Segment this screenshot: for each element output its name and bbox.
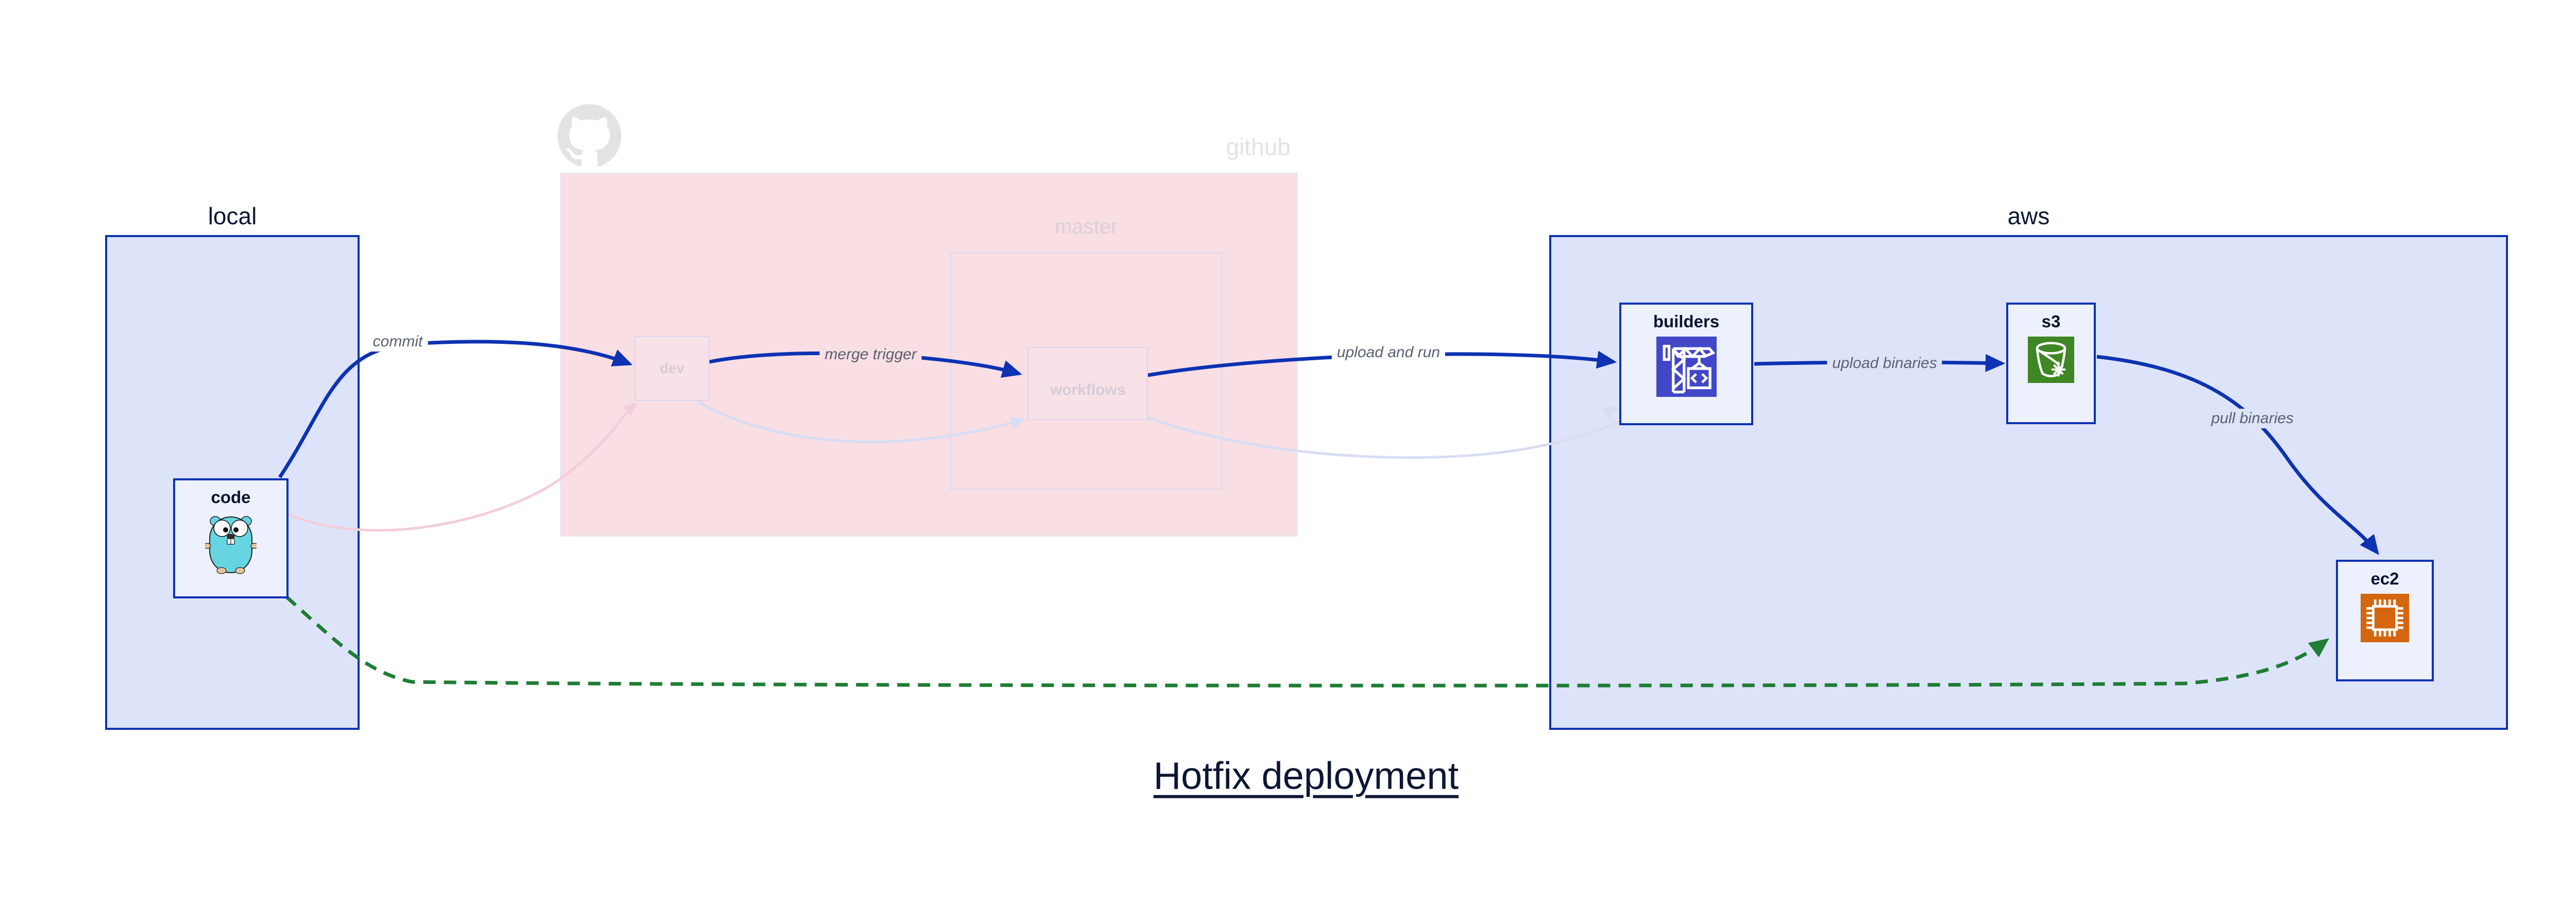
local-container-label: local bbox=[208, 203, 257, 229]
node-ec2-label: ec2 bbox=[2370, 569, 2399, 588]
node-builders-label: builders bbox=[1653, 312, 1720, 331]
github-octocat-icon bbox=[557, 104, 621, 166]
edge-label-upload-and-run: upload and run bbox=[1331, 343, 1446, 362]
node-code-label: code bbox=[211, 488, 251, 507]
edge-pull-binaries bbox=[2096, 355, 2379, 555]
node-dev: dev bbox=[635, 336, 709, 401]
node-workflows-label: workflows bbox=[1050, 381, 1126, 398]
edge-commit bbox=[278, 340, 633, 478]
edge-label-pull-binaries: pull binaries bbox=[2206, 409, 2299, 428]
master-container-label: master bbox=[1055, 215, 1118, 238]
edge-workflows-builders-faded bbox=[1147, 406, 1628, 459]
aws-codebuild-icon bbox=[1656, 337, 1717, 397]
edge-hotfix-bypass bbox=[285, 595, 2330, 688]
diagram-title: Hotfix deployment bbox=[1153, 754, 1459, 797]
aws-ec2-icon bbox=[2361, 594, 2409, 642]
container-master bbox=[950, 252, 1223, 490]
github-container-label: github bbox=[1226, 133, 1291, 160]
node-s3: s3 bbox=[2006, 303, 2096, 424]
node-code: code bbox=[173, 478, 289, 598]
aws-s3-glacier-icon bbox=[2028, 337, 2074, 383]
node-ec2: ec2 bbox=[2336, 560, 2434, 681]
edge-label-upload-binaries: upload binaries bbox=[1827, 354, 1942, 373]
edge-label-commit: commit bbox=[367, 332, 428, 352]
node-dev-label: dev bbox=[659, 360, 685, 376]
node-workflows: workflows bbox=[1028, 347, 1148, 420]
edge-label-merge-trigger: merge trigger bbox=[819, 345, 922, 364]
edge-code-dev-faded bbox=[288, 403, 638, 532]
edge-dev-workflows-faded bbox=[697, 400, 1026, 443]
node-builders: builders bbox=[1619, 303, 1753, 425]
go-gopher-icon bbox=[205, 516, 257, 574]
aws-container-label: aws bbox=[2007, 203, 2050, 229]
node-s3-label: s3 bbox=[2041, 312, 2061, 331]
